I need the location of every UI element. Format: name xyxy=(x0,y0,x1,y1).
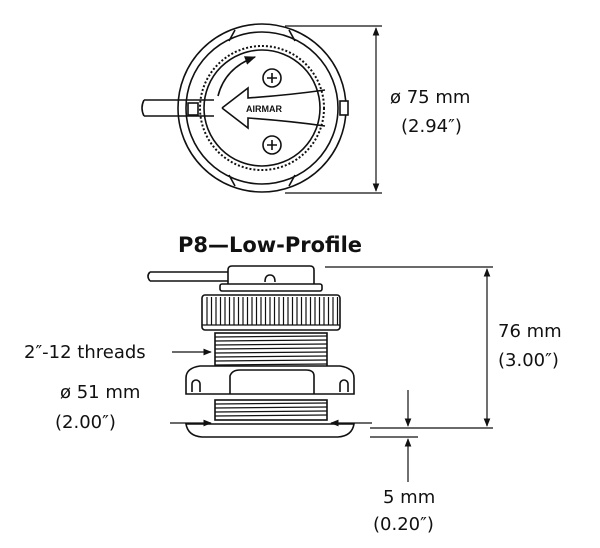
side-tab xyxy=(339,100,349,116)
cap-rim xyxy=(219,283,323,292)
threads-label: 2″-12 threads xyxy=(24,342,146,363)
top-view: AIRMAR ø 75 mm (2.94″) xyxy=(141,23,470,194)
knurl-lines xyxy=(206,297,339,325)
ring-notches xyxy=(228,29,296,187)
dimension-5mm xyxy=(370,390,418,482)
height-in-label: (3.00″) xyxy=(498,350,559,371)
protrusion-in-label: (0.20″) xyxy=(373,514,434,535)
diameter-mm-label: ø 75 mm xyxy=(390,87,470,108)
dimension-76mm xyxy=(325,266,493,429)
screw-icon xyxy=(262,68,282,88)
cable xyxy=(147,271,232,282)
arrow-emblem xyxy=(221,86,326,130)
height-mm-label: 76 mm xyxy=(498,321,562,342)
side-tab xyxy=(187,102,199,116)
protrusion-mm-label: 5 mm xyxy=(383,487,435,508)
housing-face xyxy=(203,49,321,167)
flange xyxy=(185,365,355,395)
airmar-logo: AIRMAR xyxy=(246,104,282,114)
inner-ring xyxy=(185,31,339,185)
hull-flange xyxy=(185,423,355,438)
thread-diameter-mm-label: ø 51 mm xyxy=(60,382,140,403)
model-title: P8—Low-Profile xyxy=(178,233,362,257)
screw-icon xyxy=(262,135,282,155)
side-view: 2″-12 threads ø 51 mm (2.00″) 76 mm (3.0… xyxy=(24,265,562,535)
diameter-in-label: (2.94″) xyxy=(401,116,462,137)
knurled-ring xyxy=(199,45,325,171)
rotation-arrow xyxy=(217,56,257,97)
thread-diameter-in-label: (2.00″) xyxy=(55,412,116,433)
dimension-75mm xyxy=(285,25,382,194)
upper-threads xyxy=(214,332,328,369)
cable xyxy=(141,99,214,117)
